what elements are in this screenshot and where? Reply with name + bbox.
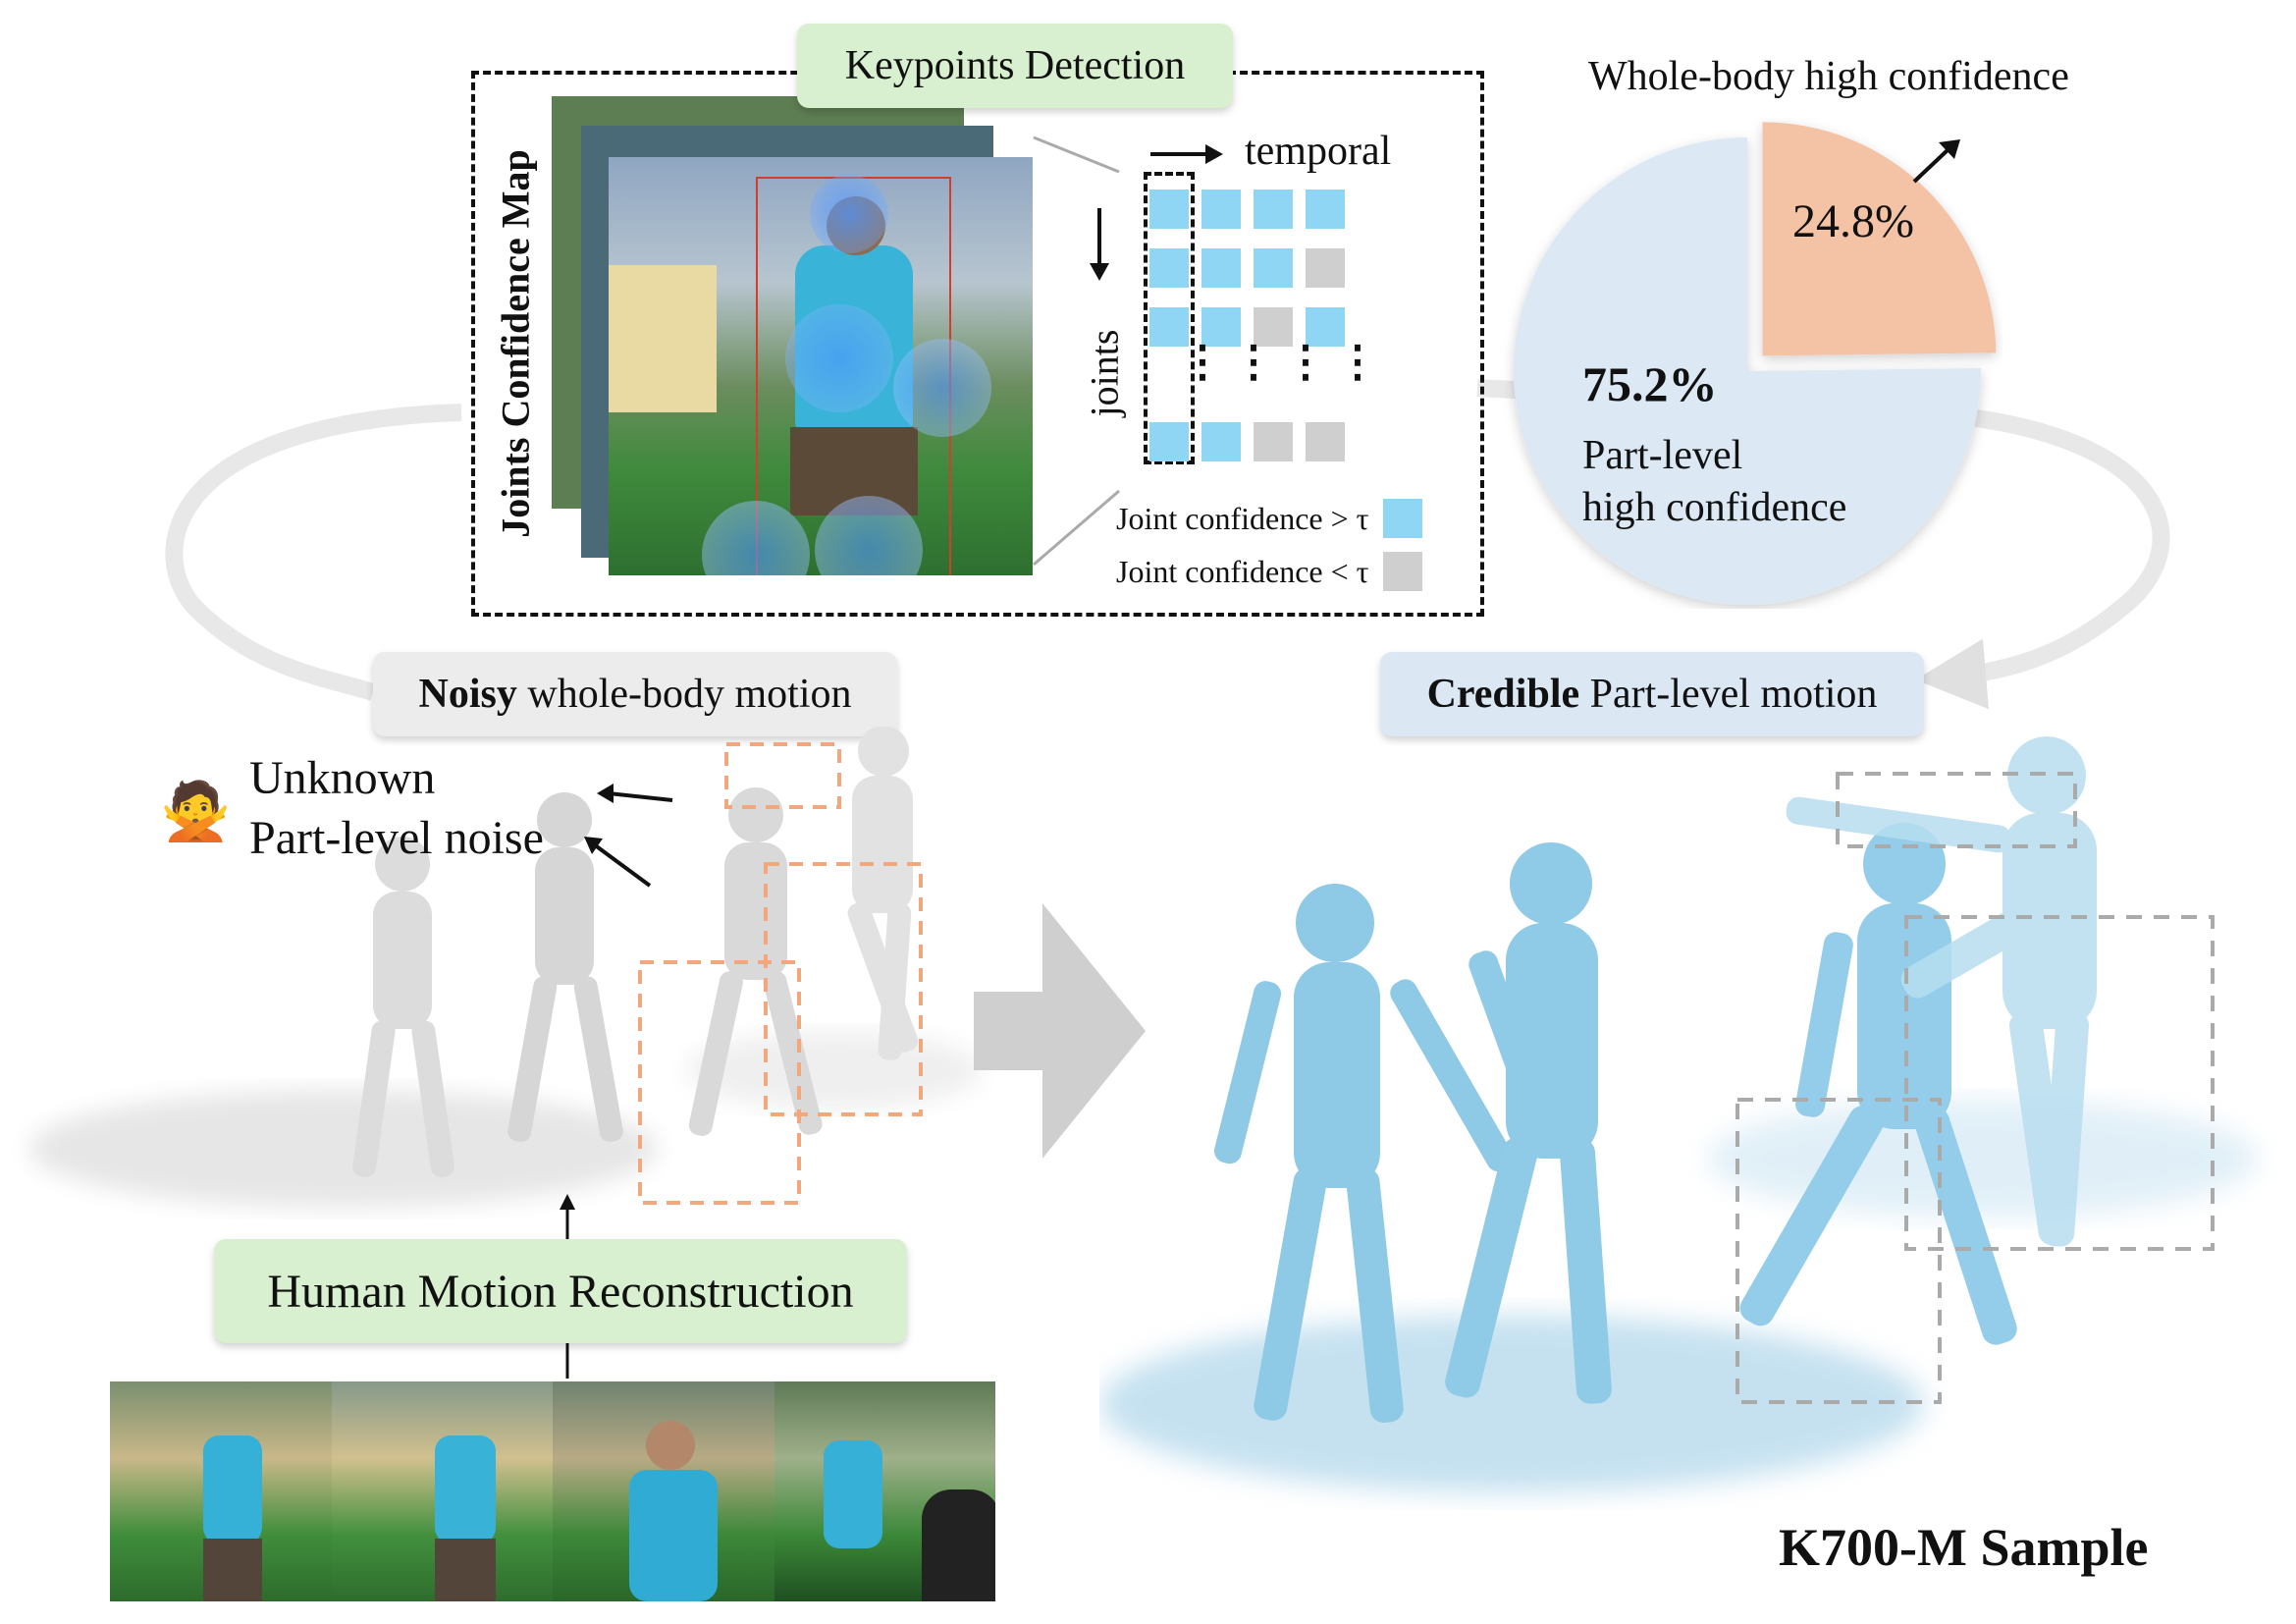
grid-cell <box>1254 422 1293 461</box>
right-loop-arrow <box>1915 404 2170 710</box>
grid-ellipsis: ⋮ ⋮ ⋮ ⋮ <box>1181 338 1379 386</box>
grid-cell <box>1306 248 1345 288</box>
confidence-blob <box>893 339 991 437</box>
grid-cell <box>1201 422 1241 461</box>
video-frame <box>331 1381 553 1601</box>
k700m-sample-label: K700-M Sample <box>1779 1518 2149 1577</box>
grid-cell <box>1254 307 1293 347</box>
video-frame <box>774 1381 995 1601</box>
pie-pointer-arrow <box>1912 139 1960 184</box>
confidence-blob <box>810 175 888 253</box>
pie-part-value: 75.2% <box>1582 356 1718 411</box>
frames-to-reconstruction-line <box>565 1341 569 1379</box>
transform-arrow <box>974 903 1146 1159</box>
grid-cell <box>1306 189 1345 229</box>
pie-whole-value: 24.8% <box>1792 195 1914 247</box>
blue-body <box>1213 884 1514 1423</box>
confidence-blob <box>815 496 923 575</box>
video-frames-strip <box>110 1381 995 1601</box>
legend-swatch-high <box>1382 499 1422 538</box>
wall-mural <box>609 265 717 412</box>
video-frame <box>110 1381 332 1601</box>
temporal-label: temporal <box>1245 129 1392 174</box>
noise-box <box>638 960 801 1205</box>
legend-low: Joint confidence < τ <box>1116 552 1422 591</box>
keypoint-frames-stack <box>552 96 1033 575</box>
unknown-noise-line2: Part-level noise <box>249 812 544 864</box>
blue-body-faded <box>1786 736 2097 1247</box>
pie-slice-part-level <box>1514 137 1981 605</box>
grid-cell <box>1149 189 1189 229</box>
grey-body <box>507 792 623 1142</box>
first-column-highlight <box>1144 172 1195 464</box>
legend-swatch-low <box>1382 552 1422 591</box>
grid-cell <box>1149 307 1189 347</box>
pie-whole-label: Whole-body high confidence <box>1588 54 2069 99</box>
grey-body <box>352 837 454 1177</box>
grid-cell <box>1149 248 1189 288</box>
noise-box <box>724 742 841 809</box>
grid-cell <box>1306 307 1345 347</box>
grid-cell <box>1201 307 1241 347</box>
confidence-grid <box>1144 172 1477 466</box>
human-motion-reconstruction-tag: Human Motion Reconstruction <box>214 1239 907 1343</box>
joints-arrow <box>1090 208 1109 281</box>
noisy-motion-tag: Noisy whole-body motion <box>373 652 897 736</box>
grid-cell <box>1201 248 1241 288</box>
pie-slice-whole-body <box>1762 122 1997 356</box>
noisy-bodies <box>29 727 982 1208</box>
frame-front <box>609 157 1033 575</box>
pie-part-label-2: high confidence <box>1582 485 1847 530</box>
part-box <box>1735 1098 1942 1404</box>
grid-cell <box>1306 422 1345 461</box>
noise-box <box>764 862 923 1116</box>
confidence-blob <box>785 304 893 412</box>
keypoints-detection-tag: Keypoints Detection <box>797 24 1233 108</box>
video-frame <box>553 1381 774 1601</box>
credible-bodies <box>1099 736 2258 1492</box>
grey-body <box>688 787 823 1136</box>
part-box <box>1904 915 2215 1251</box>
legend-high: Joint confidence > τ <box>1116 499 1422 538</box>
part-box <box>1836 772 2077 848</box>
blue-body <box>1445 842 1612 1404</box>
blue-body <box>1739 823 2017 1345</box>
credible-motion-tag: Credible Part-level motion <box>1380 652 1924 736</box>
grid-cell <box>1254 248 1293 288</box>
grid-cell <box>1201 189 1241 229</box>
grid-cell <box>1254 189 1293 229</box>
grey-body <box>847 727 919 1060</box>
no-gesture-icon: 🙅 <box>160 778 232 844</box>
grid-cell <box>1149 422 1189 461</box>
unknown-noise-line1: Unknown <box>249 752 436 804</box>
confidence-pie-chart <box>1514 122 1997 605</box>
temporal-arrow <box>1150 144 1223 164</box>
left-loop-arrow <box>165 404 462 701</box>
pie-part-label-1: Part-level <box>1582 433 1743 478</box>
